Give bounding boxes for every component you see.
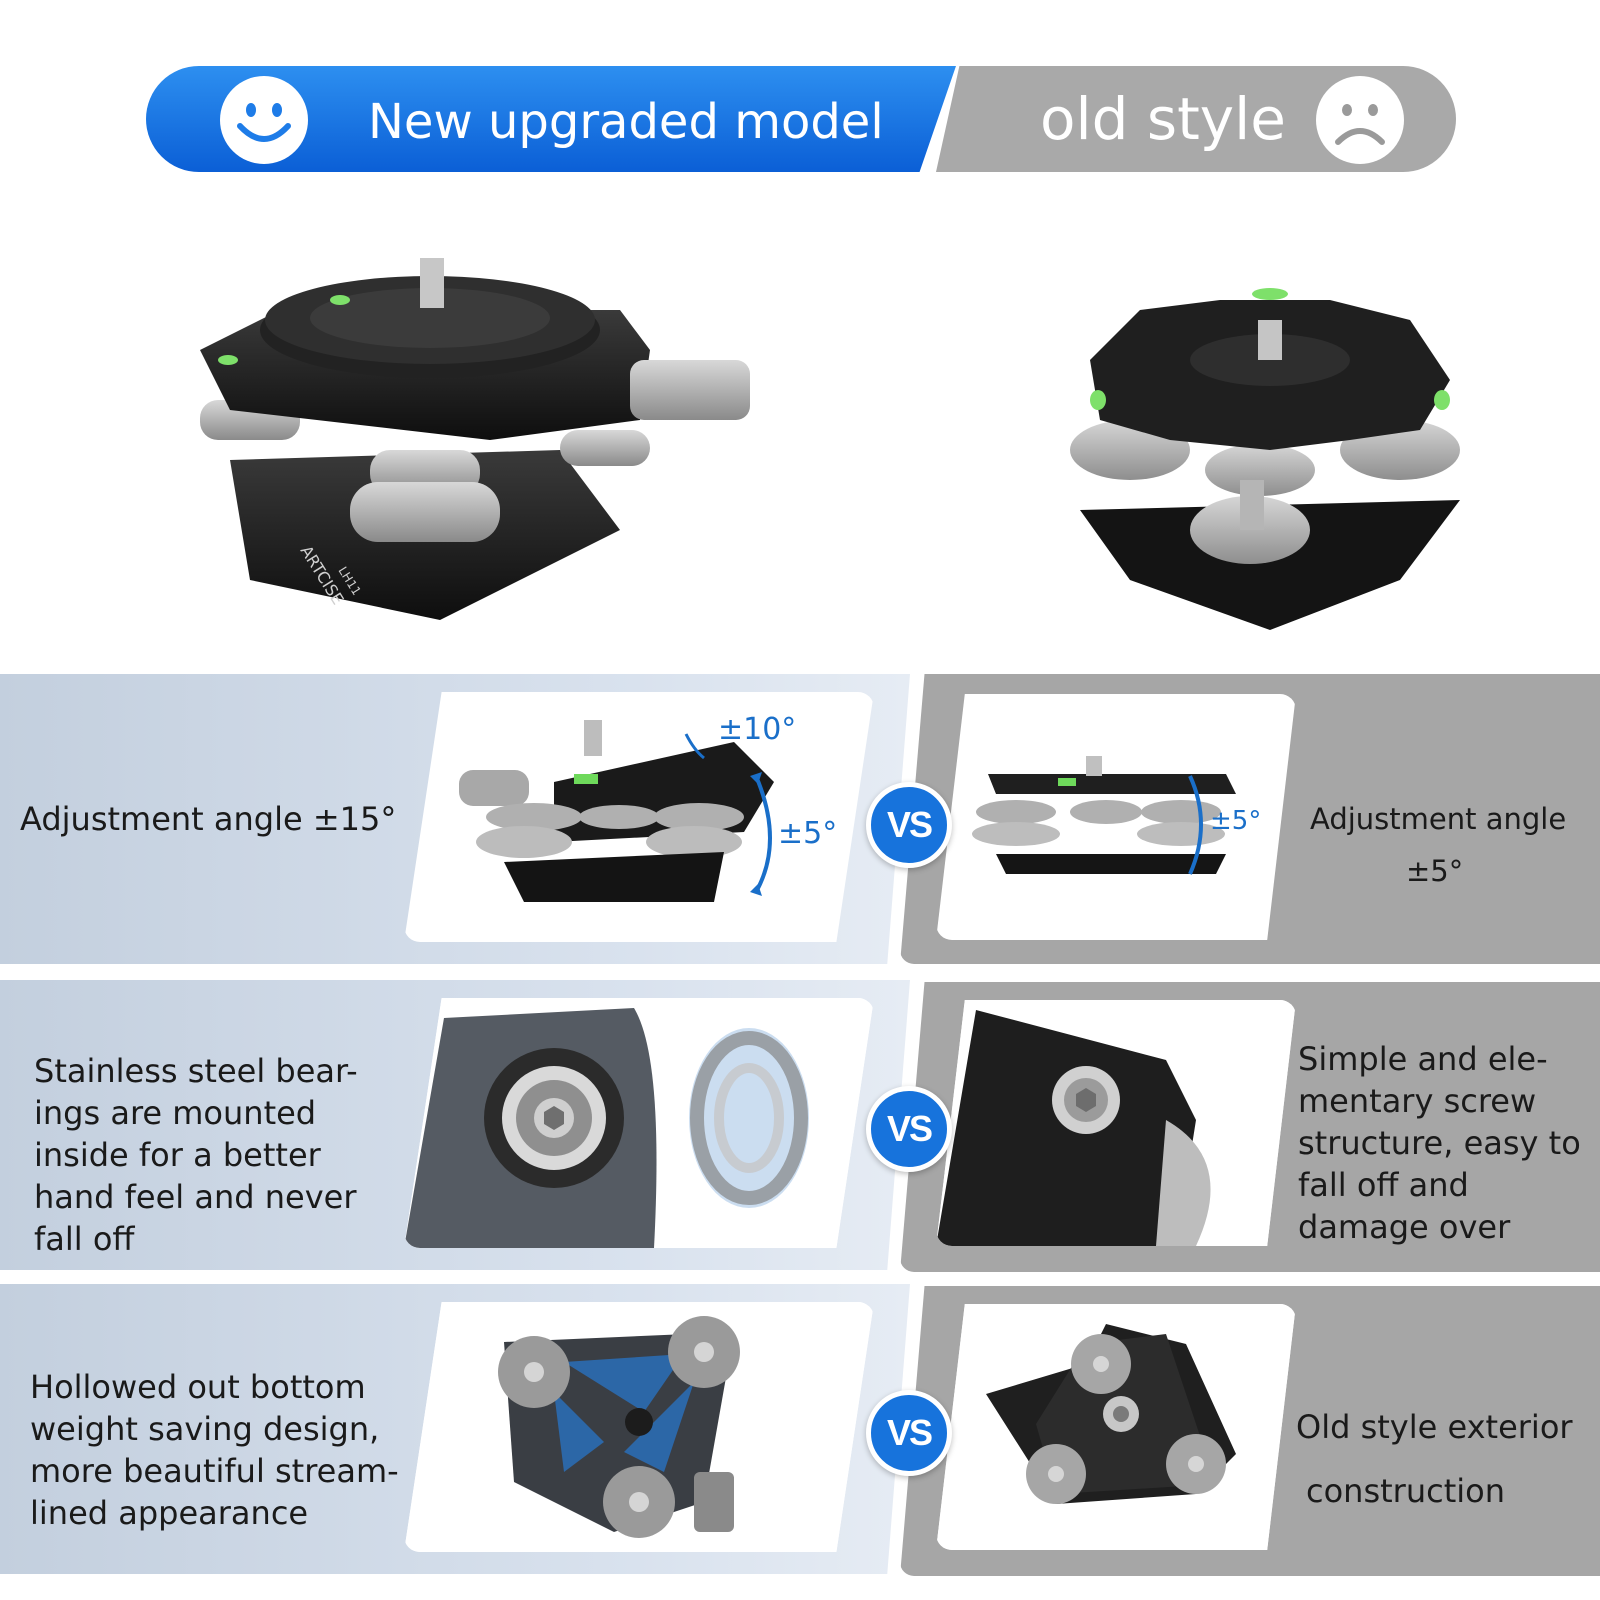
row3-old-card: [936, 1304, 1296, 1550]
old-bottom-image: [936, 1304, 1296, 1550]
row2-new-line: ings are mounted: [34, 1094, 317, 1132]
row2-new-line: Stainless steel bear-: [34, 1052, 358, 1090]
row2-new-card: [404, 998, 874, 1248]
row3-new-line: lined appearance: [30, 1494, 309, 1532]
row2-old-line: Simple and ele-: [1298, 1040, 1548, 1078]
sad-face-icon: [1316, 76, 1404, 164]
old-leveling-base-image: [1070, 288, 1460, 630]
row2-new-line: inside for a better: [34, 1136, 321, 1174]
vs-badge-row1: VS: [866, 782, 952, 868]
row2-old-line: structure, easy to: [1298, 1124, 1581, 1162]
row2-old-line: fall off and: [1298, 1166, 1469, 1204]
header-new-label: New upgraded model: [368, 94, 884, 150]
row3-new-line: more beautiful stream-: [30, 1452, 399, 1490]
screw-closeup-image: [936, 1000, 1296, 1246]
bearing-closeup-image: [404, 998, 874, 1248]
header-old-label: old style: [1040, 85, 1286, 153]
row2-new-text: Stainless steel bear- ings are mounted i…: [34, 1050, 414, 1260]
tilt-10-label: ±10°: [718, 712, 797, 747]
smiley-face-icon: [220, 76, 308, 164]
hollowed-bottom-image: [404, 1302, 874, 1552]
new-leveling-base-image: ARTCISE LH11: [200, 258, 750, 620]
row2-old-text: Simple and ele- mentary screw structure,…: [1298, 1038, 1598, 1248]
row3-old-text-line2: construction: [1306, 1472, 1505, 1510]
vs-badge-row3: VS: [866, 1390, 952, 1476]
row2-old-card: [936, 1000, 1296, 1246]
vs-badge-row2: VS: [866, 1086, 952, 1172]
row2-old-line: mentary screw: [1298, 1082, 1537, 1120]
row3-old-text-line1: Old style exterior: [1296, 1408, 1573, 1446]
row1-new-card: [404, 692, 874, 942]
row2-new-line: fall off: [34, 1220, 135, 1258]
row2-new-line: hand feel and never: [34, 1178, 357, 1216]
row3-new-line: Hollowed out bottom: [30, 1368, 366, 1406]
row1-old-text-line2: ±5°: [1406, 854, 1464, 888]
new-tilt-diagram: [459, 720, 774, 902]
row3-new-card: [404, 1302, 874, 1552]
row2-old-line: damage over: [1298, 1208, 1511, 1246]
row1-old-card: [936, 694, 1296, 940]
row3-new-text: Hollowed out bottom weight saving design…: [30, 1366, 420, 1534]
row1-new-text: Adjustment angle ±15°: [20, 800, 397, 838]
rotate-5-label-new: ±5°: [778, 816, 838, 851]
rotate-5-label-old: ±5°: [1210, 806, 1262, 836]
old-tilt-diagram: [972, 756, 1236, 875]
row3-new-line: weight saving design,: [30, 1410, 380, 1448]
row1-old-text-line1: Adjustment angle: [1310, 802, 1567, 836]
